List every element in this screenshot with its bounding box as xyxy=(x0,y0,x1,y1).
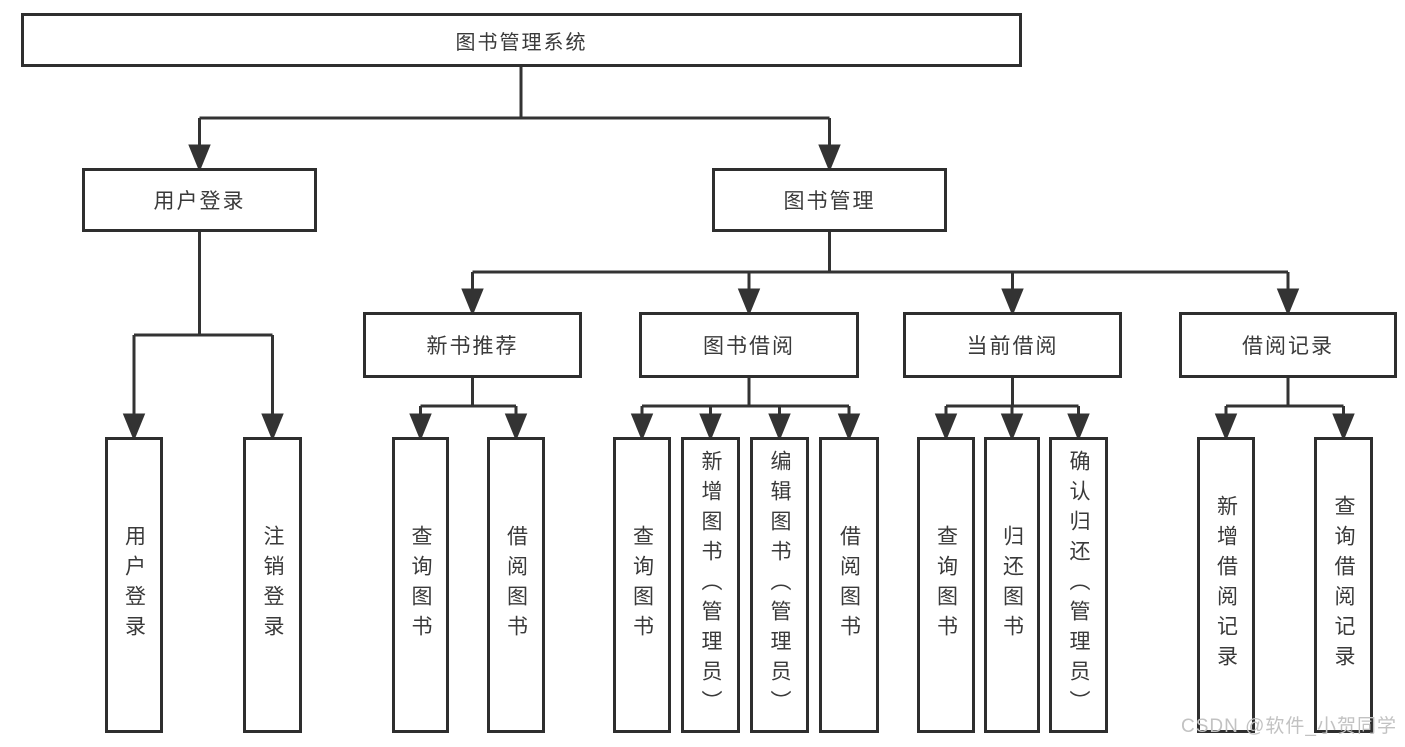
connector-user-login-children xyxy=(122,231,284,441)
arrowhead-icon xyxy=(409,413,432,441)
node-new-book-recommend: 新书推荐 xyxy=(363,312,582,378)
watermark: CSDN @软件_小贺同学 xyxy=(1181,716,1397,737)
leaf-confirm-return-admin: 确认归还（管理员） xyxy=(1049,437,1108,733)
node-book-management: 图书管理 xyxy=(712,168,947,232)
leaf-query-books-borrowing: 查询图书 xyxy=(613,437,671,733)
arrowhead-icon xyxy=(699,413,722,441)
arrowhead-icon xyxy=(1067,413,1090,441)
arrowhead-icon xyxy=(837,413,861,441)
arrowhead-icon xyxy=(737,288,761,316)
arrowhead-icon xyxy=(504,413,528,441)
arrowhead-icon xyxy=(768,413,791,441)
arrowhead-icon xyxy=(261,413,284,441)
leaf-query-borrow-record: 查询借阅记录 xyxy=(1314,437,1373,733)
leaf-add-borrow-record: 新增借阅记录 xyxy=(1197,437,1255,733)
node-borrow-records: 借阅记录 xyxy=(1179,312,1397,378)
arrowhead-icon xyxy=(122,413,146,441)
node-current-borrowing: 当前借阅 xyxy=(903,312,1122,378)
arrowhead-icon xyxy=(934,413,958,441)
leaf-logout: 注销登录 xyxy=(243,437,302,733)
leaf-borrow-books-recommend: 借阅图书 xyxy=(487,437,545,733)
arrowhead-icon xyxy=(1000,413,1024,441)
arrowhead-icon xyxy=(1276,288,1300,316)
arrowhead-icon xyxy=(1332,413,1355,441)
node-user-login: 用户登录 xyxy=(82,168,317,232)
connector-book-management-children xyxy=(461,231,1300,316)
arrowhead-icon xyxy=(1214,413,1238,441)
leaf-user-login: 用户登录 xyxy=(105,437,163,733)
arrowhead-icon xyxy=(188,144,211,172)
leaf-query-books-recommend: 查询图书 xyxy=(392,437,449,733)
arrowhead-icon xyxy=(461,288,484,316)
leaf-borrow-books-borrowing: 借阅图书 xyxy=(819,437,879,733)
leaf-edit-books-admin: 编辑图书（管理员） xyxy=(750,437,809,733)
connector-new-book-recommend-children xyxy=(409,377,528,441)
arrowhead-icon xyxy=(630,413,654,441)
connector-book-borrowing-children xyxy=(630,377,861,441)
leaf-return-books: 归还图书 xyxy=(984,437,1040,733)
arrowhead-icon xyxy=(818,144,841,172)
node-root: 图书管理系统 xyxy=(21,13,1022,67)
connector-borrow-records-children xyxy=(1214,377,1355,441)
arrowhead-icon xyxy=(1001,288,1024,316)
node-book-borrowing: 图书借阅 xyxy=(639,312,859,378)
leaf-query-books-current: 查询图书 xyxy=(917,437,975,733)
connector-current-borrowing-children xyxy=(934,377,1090,441)
connector-root-to-level1 xyxy=(188,67,841,172)
leaf-add-books-admin: 新增图书（管理员） xyxy=(681,437,740,733)
